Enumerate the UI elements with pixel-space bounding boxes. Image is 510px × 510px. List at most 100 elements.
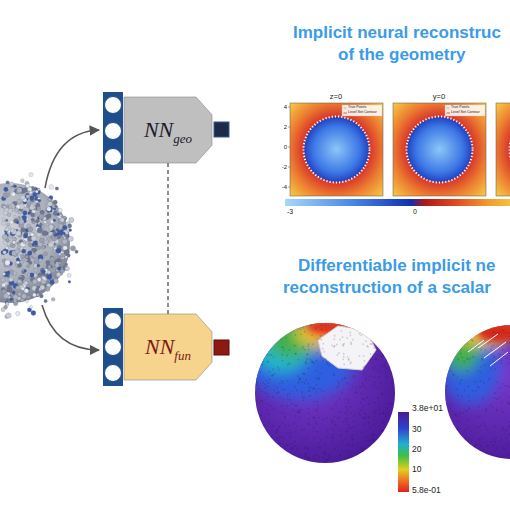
cloud-point: [51, 297, 55, 301]
surface-point: [316, 384, 318, 386]
surface-point: [369, 353, 371, 355]
surface-point: [263, 425, 265, 427]
surface-point: [380, 371, 382, 373]
cloud-point: [39, 214, 44, 219]
surface-point: [326, 430, 328, 432]
cloud-point: [59, 225, 63, 229]
surface-point: [333, 407, 335, 409]
surface-point: [321, 339, 323, 341]
cloud-point: [33, 254, 37, 258]
surface-point: [258, 388, 260, 390]
cloud-point: [3, 206, 6, 209]
cloud-point: [2, 218, 5, 221]
surface-point: [314, 409, 316, 411]
surface-point: [298, 359, 300, 361]
surface-point: [315, 454, 317, 456]
cloud-point: [57, 235, 61, 239]
cloud-point: [32, 192, 37, 197]
colorbar-tick: 3.8e+01: [412, 404, 443, 413]
surface-point: [368, 379, 370, 381]
cloud-point: [46, 260, 50, 264]
surface-point: [341, 440, 343, 442]
cloud-point: [24, 281, 28, 285]
cloud-point: [12, 291, 15, 294]
surface-point: [303, 429, 305, 431]
input-arrow: [45, 130, 99, 188]
surface-point: [262, 382, 264, 384]
cloud-point: [3, 250, 7, 254]
surface-point: [278, 439, 280, 441]
surface-point: [461, 395, 463, 397]
surface-point: [361, 410, 363, 412]
surface-point: [316, 423, 318, 425]
surface-point: [480, 366, 482, 368]
surface-point: [332, 395, 334, 397]
cloud-point: [37, 233, 41, 237]
surface-point: [362, 398, 364, 400]
surface-point: [301, 396, 303, 398]
surface-point: [374, 376, 376, 378]
surface-point: [301, 392, 303, 394]
cloud-point: [34, 268, 38, 272]
surface-point: [267, 361, 269, 363]
surface-point: [493, 357, 495, 359]
surface-point: [307, 422, 309, 424]
surface-point: [376, 358, 378, 360]
surface-point: [467, 419, 469, 421]
surface-point: [308, 424, 310, 426]
surface-point: [315, 327, 317, 329]
surface-point: [313, 387, 315, 389]
surface-point: [340, 435, 342, 437]
surface-point: [326, 436, 328, 438]
cloud-point: [56, 272, 60, 276]
cloud-point: [14, 185, 17, 188]
cloud-point: [43, 252, 47, 256]
surface-point: [331, 440, 333, 442]
surface-point: [378, 409, 380, 411]
cloud-point: [27, 278, 30, 281]
surface-point: [390, 403, 392, 405]
surface-point: [309, 459, 311, 461]
cloud-point: [5, 227, 9, 231]
surface-point: [328, 454, 330, 456]
surface-point: [307, 408, 309, 410]
surface-point: [269, 371, 271, 373]
surface-point: [482, 437, 484, 439]
surface-point: [352, 445, 354, 447]
surface-point: [305, 453, 307, 455]
surface-point: [286, 444, 288, 446]
surface-point: [289, 363, 291, 365]
surface-point: [272, 368, 274, 370]
surface-point: [306, 438, 308, 440]
surface-point: [372, 438, 374, 440]
surface-point: [354, 415, 356, 417]
surface-point: [472, 390, 474, 392]
surface-point: [491, 354, 493, 356]
cloud-point: [11, 192, 15, 196]
cloud-point: [3, 235, 7, 239]
cloud-point: [2, 234, 7, 239]
surface-point: [481, 358, 483, 360]
surface-point: [450, 370, 452, 372]
surface-point: [282, 436, 284, 438]
surface-point: [368, 403, 370, 405]
axis-tick: 2: [284, 124, 287, 131]
surface-point: [322, 343, 324, 345]
surface-point: [364, 379, 366, 381]
surface-point: [346, 337, 348, 339]
surface-point: [348, 358, 350, 360]
surface-point: [499, 354, 501, 356]
surface-point: [344, 377, 346, 379]
surface-point: [498, 397, 500, 399]
surface-point: [375, 358, 377, 360]
surface-point: [487, 343, 489, 345]
surface-point: [465, 437, 467, 439]
surface-point: [317, 446, 319, 448]
surface-point: [266, 385, 268, 387]
surface-point: [332, 434, 334, 436]
surface-point: [485, 441, 487, 443]
surface-point: [319, 338, 321, 340]
cloud-points: [1, 173, 79, 319]
surface-point: [492, 345, 494, 347]
